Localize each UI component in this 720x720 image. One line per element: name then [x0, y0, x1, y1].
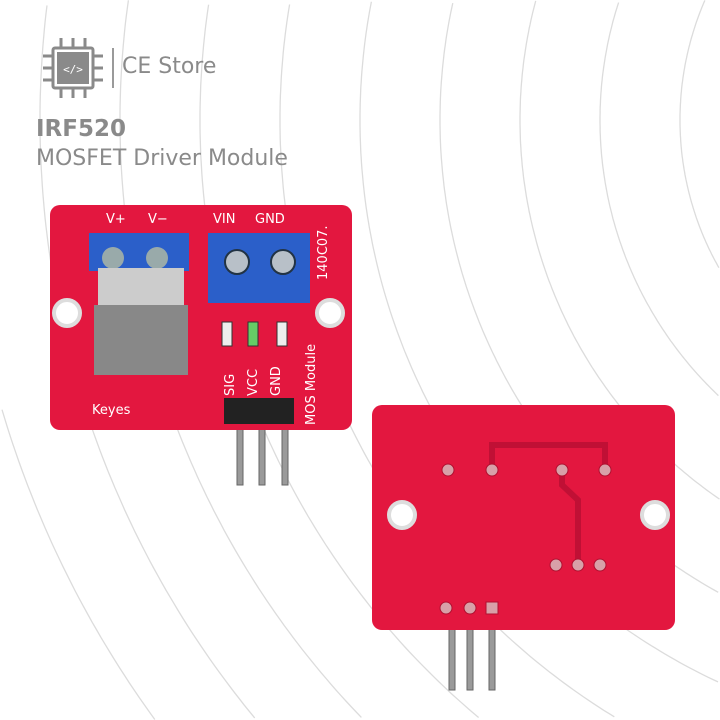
label-gnd: GND — [255, 212, 285, 227]
product-subtitle: MOSFET Driver Module — [36, 146, 288, 171]
background-arc — [599, 2, 719, 397]
background-arc — [1, 409, 156, 720]
product-title: IRF520 — [36, 116, 126, 142]
label-vcc: VCC — [246, 369, 261, 396]
label-vin: VIN — [213, 212, 235, 227]
logo-glyph: </> — [63, 63, 83, 76]
label-module: MOS Module — [304, 344, 319, 425]
label-sig: SIG — [223, 374, 238, 396]
label-vminus: V− — [148, 212, 168, 227]
label-code: 140C07. — [316, 225, 331, 280]
brand-name: CE Store — [122, 54, 217, 79]
label-maker: Keyes — [92, 403, 131, 418]
label-vplus: V+ — [106, 212, 126, 227]
background-arc — [679, 0, 720, 269]
label-gnd-pin: GND — [269, 366, 284, 396]
logo-divider — [112, 48, 114, 88]
